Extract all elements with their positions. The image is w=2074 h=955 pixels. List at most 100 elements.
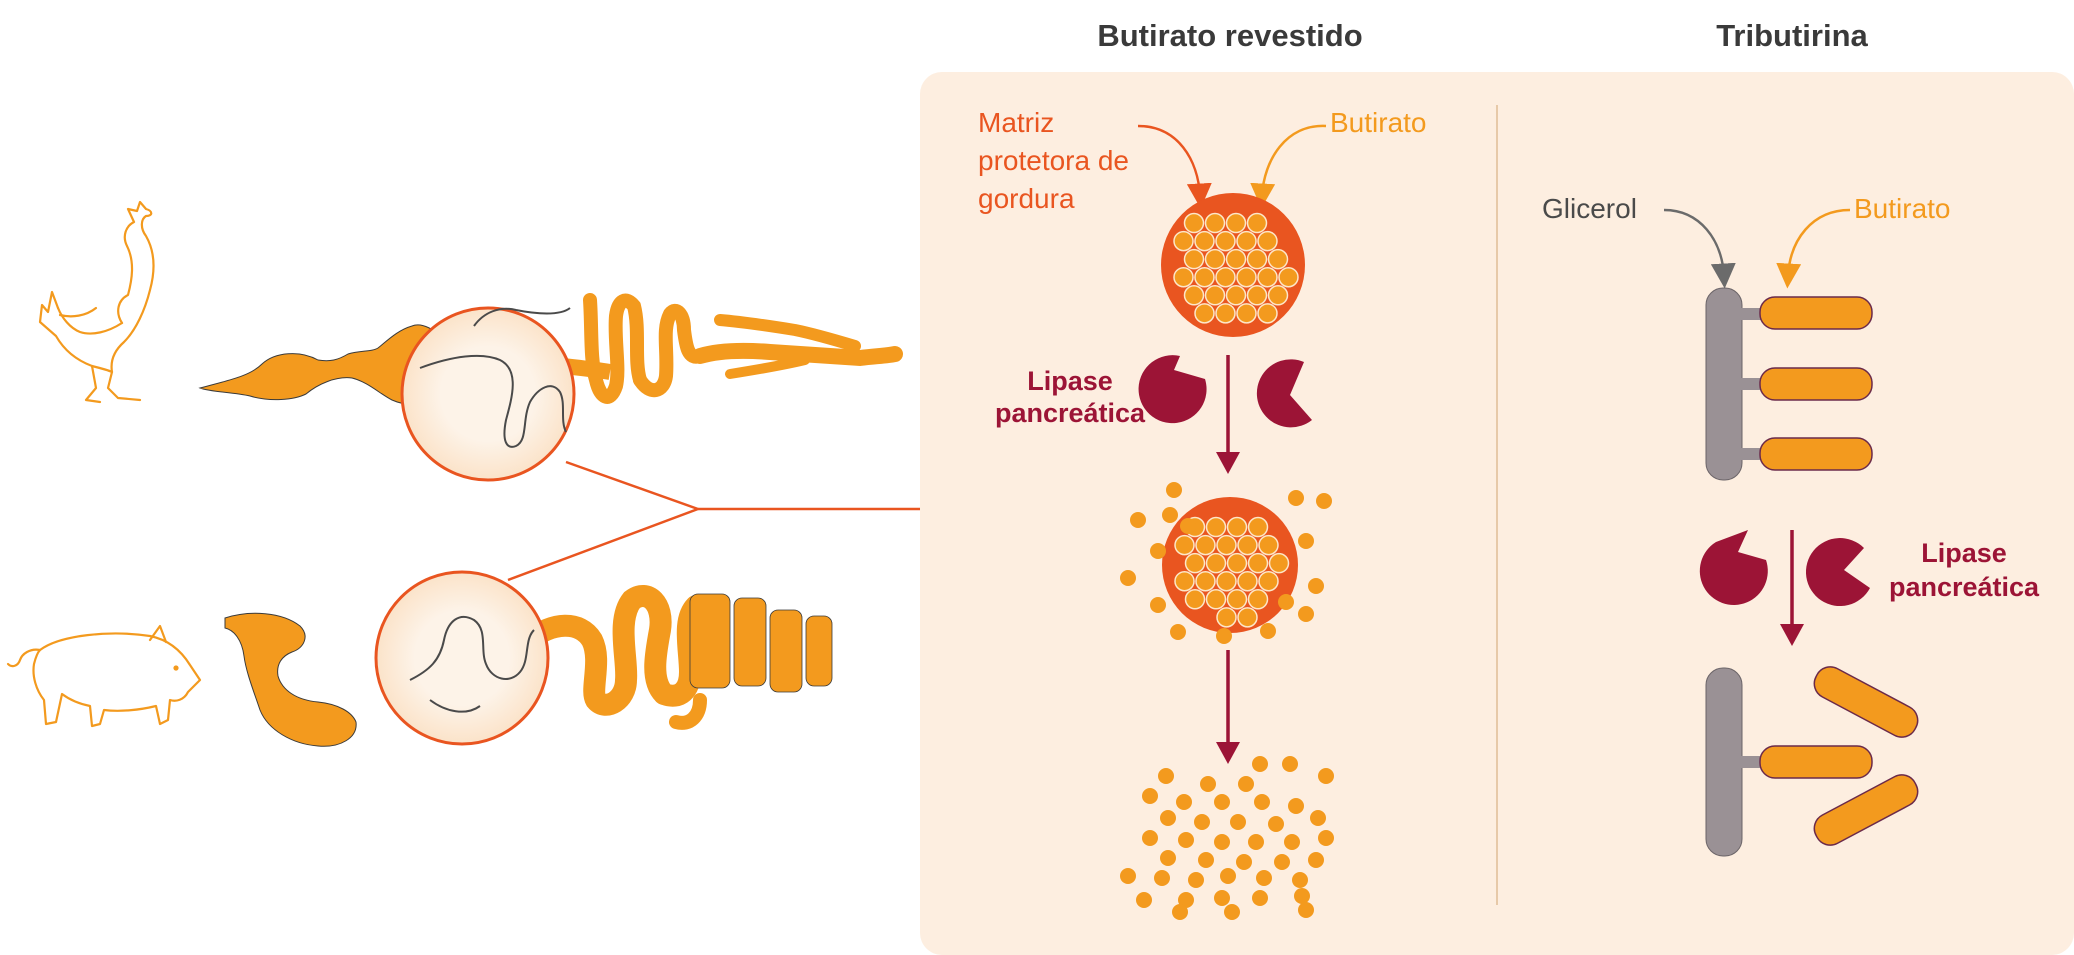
tributyrin-molecule [1705,287,1873,481]
free-butyrate-dot [1318,768,1334,784]
butyrate-granule [1257,266,1278,288]
butyrate-granule [1183,212,1205,234]
butyrate-granule [1216,570,1237,592]
free-butyrate-dot [1158,768,1174,784]
released-butyrate-dot [1162,507,1178,523]
tributyrin-butyrate-pointer [1776,208,1851,289]
butyrate-granule [1225,248,1247,270]
butyrate-granule [1195,570,1216,592]
butyrate-granule [1237,534,1258,556]
butyrate-granule [1246,212,1268,234]
free-butyrate-dot [1198,852,1214,868]
pig-intestine-detail [409,615,535,681]
down-arrow-head [1216,452,1240,474]
butyrate-granule [1246,248,1268,270]
free-butyrate-dot [1142,830,1158,846]
butyrate-granule [1215,303,1236,324]
free-butyrate-dot [1292,872,1308,888]
butyrate-granule [1237,570,1258,592]
butyrate-granule [1246,285,1268,306]
butyrate-granule [1195,534,1216,556]
lipase-enzyme-icon [1805,538,1870,607]
butyrate-granule [1205,552,1227,574]
free-butyrate-dot [1298,902,1314,918]
matrix-label-line2: protetora de [978,145,1129,176]
pig-gut [224,585,833,747]
free-butyrate-dot [1254,794,1270,810]
free-butyrate-dot [1214,794,1230,810]
hydrolyzed-molecule [1705,666,1919,857]
matrix-pointer-arrow [1137,124,1212,209]
free-butyrate-dot [1274,854,1290,870]
butyrate-granule [1225,212,1247,234]
chicken-intestine-detail [419,354,567,448]
butyrate-granule [1204,212,1226,234]
butyrate-granule [1236,303,1257,324]
butyrate-granule [1174,570,1195,592]
butyrate-granule [1194,266,1215,288]
free-butyrate-dot [1178,892,1194,908]
free-butyrate-dot [1120,868,1136,884]
butyrate-granule [1216,534,1237,556]
free-butyrate-dot [1308,852,1324,868]
released-butyrate-dot [1278,594,1294,610]
butyrate-granule [1215,266,1236,288]
matrix-label-line1: Matriz [978,107,1054,138]
butyrate-granule [1247,589,1269,610]
header-coated: Butirato revestido [1097,18,1362,53]
free-butyrate-dot [1248,834,1264,850]
down-arrow-head [1216,742,1240,764]
butyrate-granule [1226,552,1248,574]
released-butyrate-dot [1170,624,1186,640]
butyrate-granule [1204,248,1226,270]
butyrate-granule [1226,516,1248,538]
butyrate-granule [1236,230,1257,252]
released-butyrate-dot [1120,570,1136,586]
pig-intestine-detail-2 [429,699,481,713]
butyrate-granule [1225,285,1247,306]
chicken-icon [38,200,155,404]
free-butyrate-dot [1142,788,1158,804]
free-butyrate-dot [1252,756,1268,772]
free-butyrate-dot [1288,798,1304,814]
released-butyrate-dots [1120,482,1332,644]
free-butyrate-dot [1318,830,1334,846]
free-butyrate-dot [1176,794,1192,810]
butyrate-granule [1257,230,1278,252]
butyrate-granule [1236,266,1257,288]
lipase-enzyme-icon [1138,355,1207,424]
down-arrow-head [1780,624,1804,646]
butyrate-granule [1257,303,1278,324]
butyrate-granule [1247,516,1269,538]
butyrate-granule [1205,589,1227,610]
released-butyrate-dot [1298,606,1314,622]
free-butyrate-dot [1220,868,1236,884]
butyrate-granule [1174,534,1195,556]
free-butyrate-dot [1136,892,1152,908]
released-butyrate-dot [1298,533,1314,549]
free-butyrate-dot [1310,810,1326,826]
free-butyrate-dot [1154,870,1170,886]
butyrate-granule [1215,230,1236,252]
released-butyrate-dot [1150,543,1166,559]
butyrate-granule [1173,266,1194,288]
butyrate-granule [1184,552,1206,574]
free-butyrate-dot [1236,854,1252,870]
released-butyrate-dot [1180,518,1196,534]
free-butyrate-dot [1214,834,1230,850]
free-butyrate-dot [1238,776,1254,792]
butyrate-granule [1278,266,1299,288]
butyrate-granule [1194,303,1215,324]
butyrate-granule [1204,285,1226,306]
chicken-gizzard-detail [473,307,571,327]
butyrate-granule [1183,285,1205,306]
butyrate-pointer-arrow [1250,124,1327,209]
coated-lipase-label-line1: Lipase [1027,366,1113,396]
released-butyrate-dot [1260,623,1276,639]
released-butyrate-dot [1150,597,1166,613]
pig-icon [6,624,202,728]
butyrate-granule [1247,552,1269,574]
butyrate-granule [1268,552,1290,574]
free-butyrate-dot [1224,904,1240,920]
butyrate-granule [1226,589,1248,610]
